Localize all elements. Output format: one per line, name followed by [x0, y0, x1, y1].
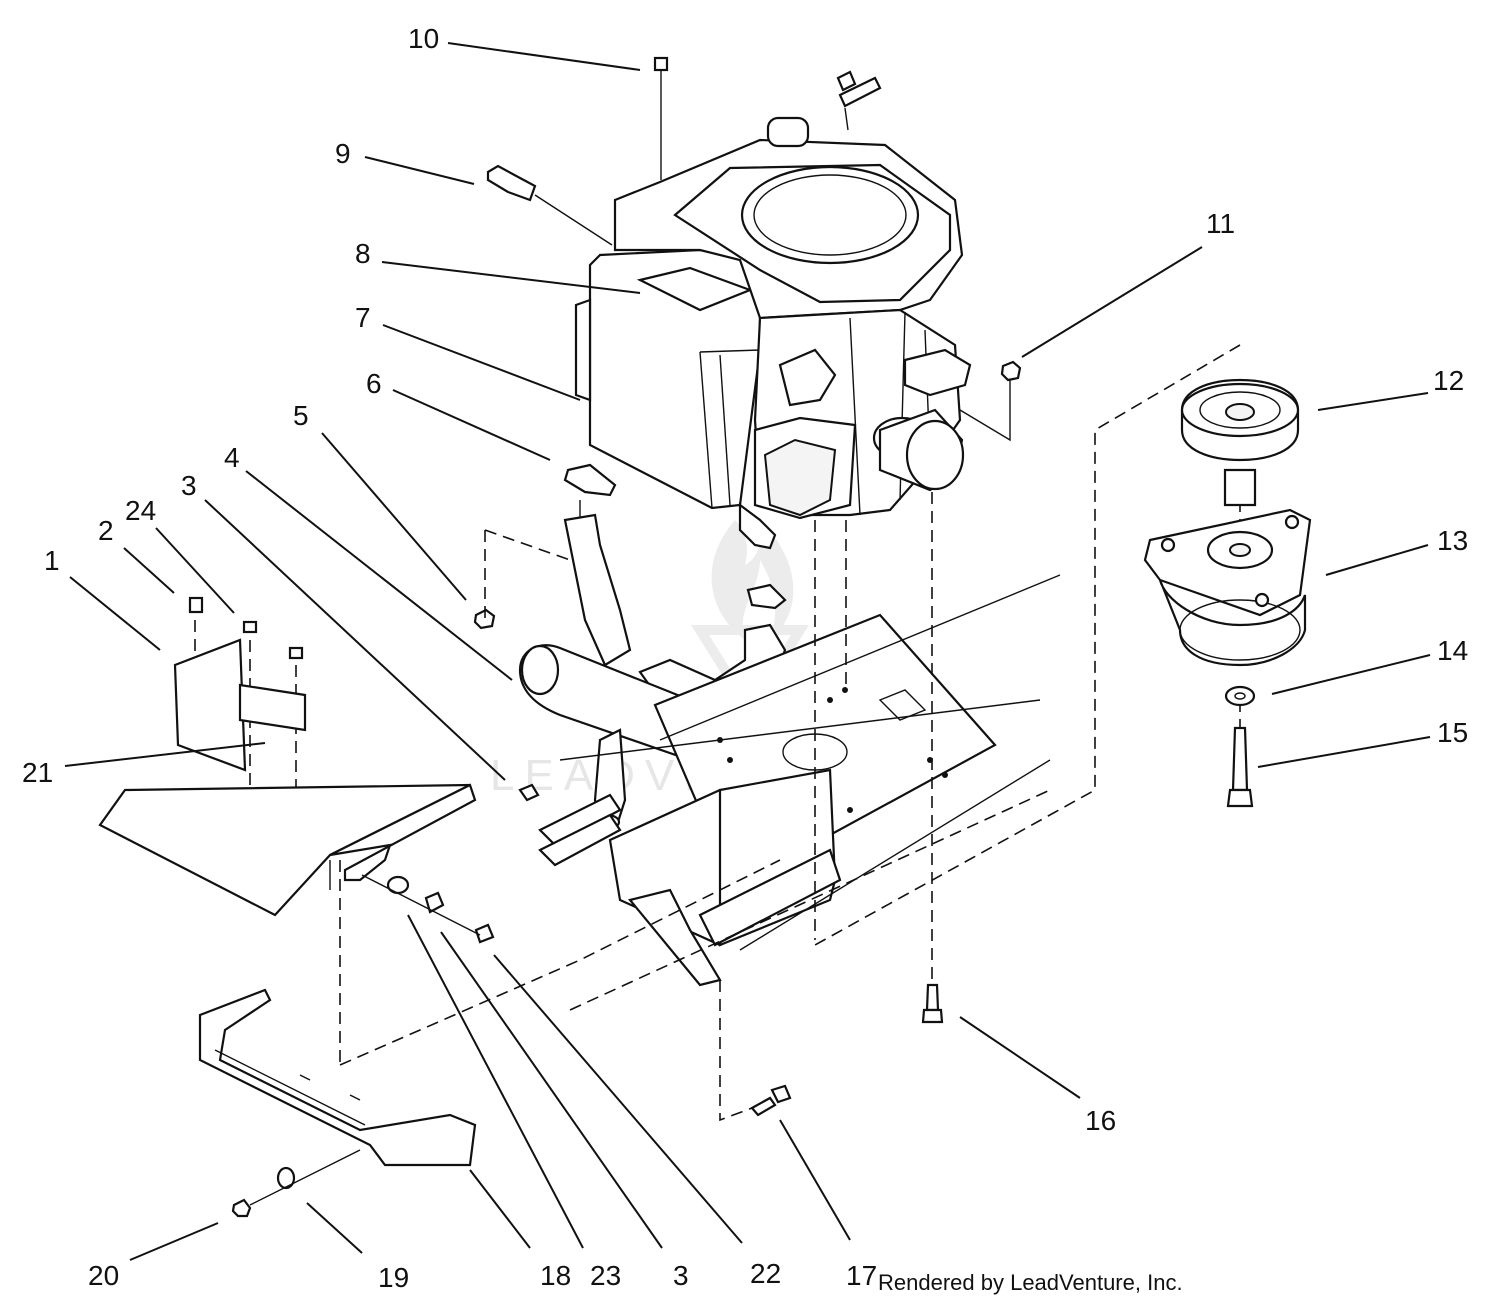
hardware-18-23-22 [361, 874, 495, 944]
nut-11 [959, 360, 1022, 442]
callout-8: 8 [355, 238, 371, 269]
callout-4: 4 [224, 442, 240, 473]
callout-15: 15 [1437, 717, 1468, 748]
credit-text: Rendered by LeadVenture, Inc. [878, 1270, 1183, 1295]
callout-17: 17 [846, 1260, 877, 1291]
bolts-24 [242, 620, 304, 660]
callout-16: 16 [1085, 1105, 1116, 1136]
callout-3: 3 [181, 470, 197, 501]
bolt-16 [921, 983, 944, 1024]
callout-14: 14 [1437, 635, 1468, 666]
callout-19: 19 [378, 1262, 409, 1293]
callout-11: 11 [1206, 208, 1235, 239]
deflector [98, 783, 477, 917]
callout-20: 20 [88, 1260, 119, 1291]
callout-2: 2 [98, 515, 114, 546]
centerlines [194, 344, 1241, 1122]
callout-1: 1 [44, 545, 60, 576]
clutch [1143, 508, 1312, 667]
callouts: 10 9 8 7 6 5 4 3 24 2 1 21 11 12 13 14 1… [22, 23, 1468, 1293]
pulley [1180, 378, 1300, 507]
bolt-17 [750, 1084, 792, 1117]
hardware-19-20 [231, 1149, 361, 1218]
exhaust-gasket [563, 463, 787, 610]
callout-3b: 3 [673, 1260, 689, 1291]
callout-12: 12 [1433, 365, 1464, 396]
callout-10: 10 [408, 23, 439, 54]
bolt-3 [518, 783, 540, 802]
callout-6: 6 [366, 368, 382, 399]
frame-rails [538, 574, 1061, 987]
fastener-top [836, 70, 882, 131]
bolt-10 [653, 56, 669, 180]
nut-5 [473, 608, 496, 630]
callout-24: 24 [125, 495, 156, 526]
engine [574, 116, 972, 550]
callout-7: 7 [355, 302, 371, 333]
leader-lines [64, 42, 1431, 1261]
callout-23: 23 [590, 1260, 621, 1291]
callout-5: 5 [293, 400, 309, 431]
callout-13: 13 [1437, 525, 1468, 556]
mounting-plate [653, 613, 997, 837]
callout-9: 9 [335, 138, 351, 169]
callout-18: 18 [540, 1260, 571, 1291]
bolt-15 [1226, 726, 1254, 808]
bumper [198, 988, 477, 1167]
spark-plug [486, 164, 613, 246]
heat-shield [173, 596, 307, 772]
callout-21: 21 [22, 757, 53, 788]
washer-14 [1224, 685, 1256, 707]
callout-22: 22 [750, 1258, 781, 1289]
